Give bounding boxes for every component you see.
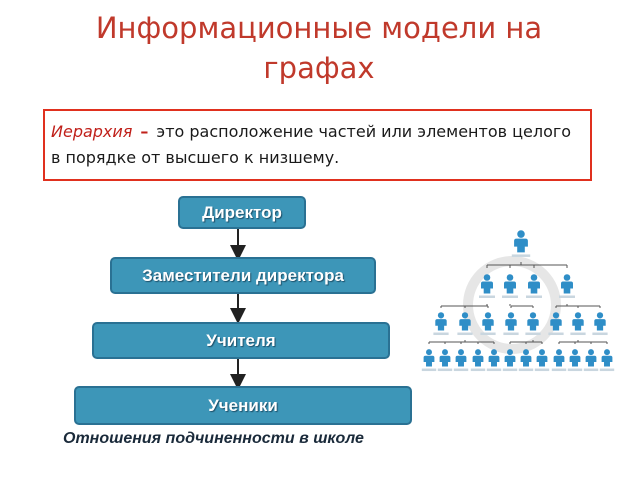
person-icon [502, 274, 518, 298]
definition-term: Иерархия [51, 122, 133, 141]
person-icon [479, 274, 495, 298]
person-icon [559, 274, 575, 298]
slide-title: Информационные модели на графах [0, 8, 638, 88]
person-icon [551, 349, 567, 372]
node-director: Директор [178, 196, 306, 229]
person-icon [453, 349, 469, 372]
person-icon [548, 312, 564, 336]
person-icon [526, 274, 542, 298]
org-chart-watermark-ring [463, 256, 561, 354]
person-icon [470, 349, 486, 372]
person-icon [433, 312, 449, 336]
person-icon [486, 349, 502, 372]
person-icon [567, 349, 583, 372]
person-icon [525, 312, 541, 336]
person-icon [503, 312, 519, 336]
person-icon [421, 349, 437, 372]
node-deputies: Заместители директора [110, 257, 376, 294]
person-icon [518, 349, 534, 372]
person-icon [570, 312, 586, 336]
person-icon [599, 349, 615, 372]
node-students: Ученики [74, 386, 412, 425]
definition-dash: – [140, 122, 149, 141]
person-icon [502, 349, 518, 372]
person-icon [457, 312, 473, 336]
person-icon [437, 349, 453, 372]
person-icon [592, 312, 608, 336]
definition-text: это расположение частей или элементов це… [51, 122, 572, 167]
person-icon [511, 230, 531, 257]
node-teachers: Учителя [92, 322, 390, 359]
definition-box: Иерархия–это расположение частей или эле… [43, 109, 592, 181]
slide-title-line-2: графах [263, 51, 375, 85]
diagram-caption: Отношения подчиненности в школе [63, 430, 364, 447]
slide-title-line-1: Информационные модели на [95, 11, 543, 45]
person-icon [534, 349, 550, 372]
person-icon [583, 349, 599, 372]
person-icon [480, 312, 496, 336]
